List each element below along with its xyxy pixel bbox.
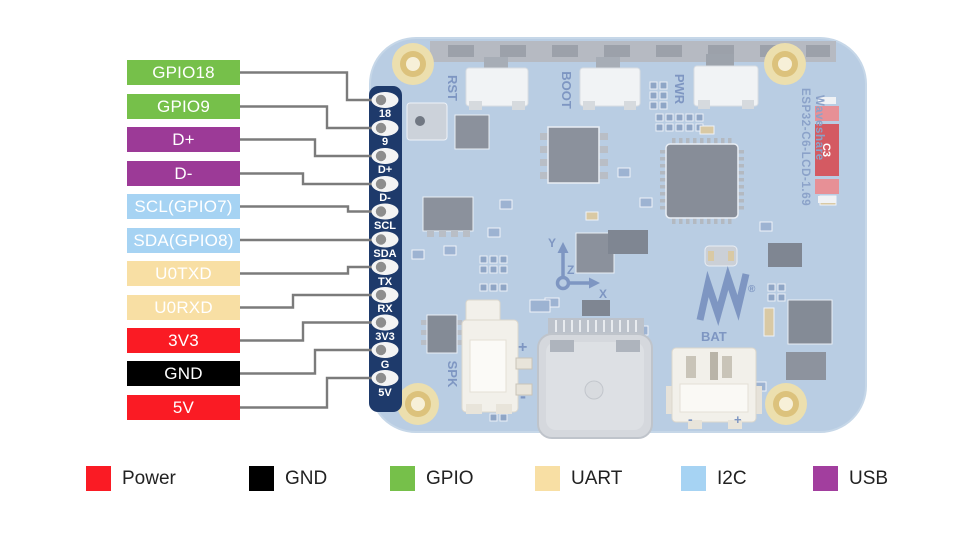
board-title: ESP32-C6-LCD-1.69 [799,88,811,206]
pad-label-g: G [381,359,390,371]
reset-button [465,57,529,110]
rst-label: RST [445,75,460,101]
axis-z-label: Z [567,263,574,277]
pin-pad-labels: 18 9 D+ D- SCL SDA TX RX 3V3 G 5V [373,108,396,399]
pin-label-gpio18: GPIO18 [127,60,240,85]
c3-label: C3 [820,143,832,157]
usb-c-connector [537,318,653,439]
power-switch [693,54,759,109]
legend-swatch-i2c [681,466,706,491]
pin-strip [369,86,402,412]
legend-item-gnd: GND [249,466,327,491]
svg-text:®: ® [748,284,756,295]
spk-label: SPK [445,361,460,388]
pin-label-5v: 5V [127,395,240,420]
pin-label-dplus: D+ [127,127,240,152]
legend-swatch-uart [535,466,560,491]
legend-item-uart: UART [535,466,622,491]
esp32-chip [660,138,744,224]
legend-item-gpio: GPIO [390,466,474,491]
bat-connector [666,347,762,429]
legend-label-gnd: GND [285,467,328,489]
legend-label-power: Power [122,467,176,489]
pin-label-u0rxd: U0RXD [127,295,240,320]
pad-label-dminus: D- [379,192,391,204]
boot-button [579,57,641,110]
legend-item-usb: USB [813,466,888,491]
legend-label-gpio: GPIO [426,467,474,489]
waveshare-logo: ® [696,266,756,326]
pin-label-scl: SCL(GPIO7) [127,194,240,219]
legend-swatch-gnd [249,466,274,491]
pad-label-18: 18 [379,108,391,120]
legend-label-uart: UART [571,467,623,489]
pad-label-9: 9 [382,136,388,148]
bat-label: BAT [701,329,727,344]
pad-label-5v: 5V [378,387,392,399]
axis-x-label: X [599,287,607,301]
legend-label-i2c: I2C [717,467,747,489]
pad-label-tx: TX [378,276,393,288]
pad-label-scl: SCL [374,220,396,232]
pin-label-u0txd: U0TXD [127,261,240,286]
pin-label-dminus: D- [127,161,240,186]
bat-minus: - [688,411,693,427]
pin-label-gnd: GND [127,361,240,386]
c3-component [815,97,839,203]
legend-swatch-usb [813,466,838,491]
legend: Power GND GPIO UART I2C USB [0,466,960,491]
pcb-board: RST BOOT PWR [369,37,867,439]
legend-item-i2c: I2C [681,466,747,491]
pwr-label: PWR [672,74,687,105]
spk-connector [461,299,533,414]
axis-compass [555,242,600,291]
pad-label-3v3: 3V3 [375,331,395,343]
legend-item-power: Power [86,466,176,491]
lcd-ribbon [430,41,836,62]
board-brand: Waveshare [813,95,825,161]
bat-plus: + [734,412,742,427]
boot-label: BOOT [559,71,574,109]
pad-label-rx: RX [377,303,393,315]
legend-label-usb: USB [849,467,889,489]
pin-label-sda: SDA(GPIO8) [127,228,240,253]
pin-label-gpio9: GPIO9 [127,94,240,119]
pcb-components [406,81,837,422]
pin-pads [371,92,399,386]
spk-plus: + [518,339,527,356]
spk-minus: - [520,386,526,406]
pin-label-3v3: 3V3 [127,328,240,353]
legend-swatch-gpio [390,466,415,491]
pad-label-sda: SDA [373,248,396,260]
axis-y-label: Y [548,236,556,250]
pad-label-dplus: D+ [378,164,392,176]
mounting-holes [392,43,807,425]
connector-lines [240,71,379,409]
legend-swatch-power [86,466,111,491]
